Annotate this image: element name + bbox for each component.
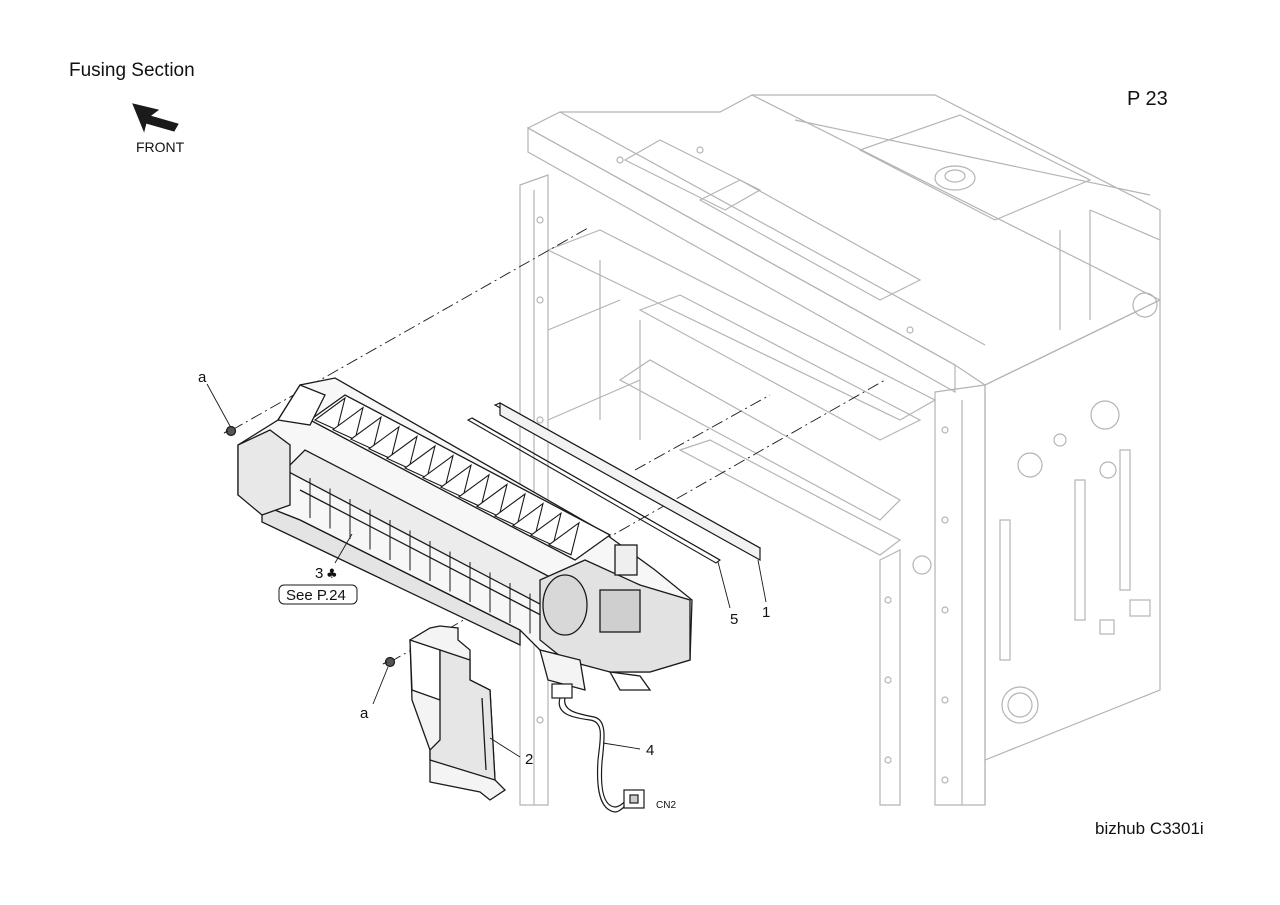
front-arrow-icon [132,103,179,133]
callout-screw-a-bottom: a [360,705,369,722]
callout-see-page: See P.24 [286,587,346,604]
fin-rib [421,454,454,489]
leader-part-5 [717,561,731,609]
screw-a-bottom [382,656,396,668]
part-3-fusing-unit [237,377,693,691]
callout-part-2: 2 [525,751,533,768]
callout-part-3: 3 [315,565,323,582]
club-icon: ♣ [326,567,338,582]
fin-rib [313,396,346,431]
machine-frame [519,94,1161,806]
part-2-cover [409,625,507,801]
callout-part-4: 4 [646,742,654,759]
part-4-wire-harness [551,683,645,813]
callout-connector: CN2 [656,800,676,811]
callout-screw-a-top: a [198,369,207,386]
leader-screw-a-top [206,383,231,427]
fin-rib [493,492,526,527]
fusing-unit-ribs [313,396,580,556]
fin-rib [529,511,562,546]
callout-part-1: 1 [762,604,770,621]
leader-part-3 [334,533,353,564]
part-1-guide-strip [493,401,762,562]
see-page-box [278,584,358,605]
fusing-unit-lower-ribs [309,478,531,634]
page-number: P 23 [1127,88,1168,110]
model-name: bizhub C3301i [1095,819,1204,838]
fin-rib [367,425,400,460]
leader-part-1 [757,559,767,603]
fin-rib [547,521,580,556]
page-title: Fusing Section [69,60,195,81]
fin-rib [385,435,418,470]
front-label: FRONT [136,139,185,155]
fin-rib [511,502,544,537]
fin-rib [403,444,436,479]
leader-part-4 [602,742,641,750]
fin-rib [331,406,364,441]
leader-part-2 [489,737,521,758]
leader-screw-a-bottom [372,666,389,705]
callout-part-5: 5 [730,611,738,628]
fin-rib [457,473,490,508]
fin-rib [439,463,472,498]
fin-rib [349,415,382,450]
part-5-film-strip [466,417,721,564]
fin-rib [475,483,508,518]
screw-a-top [223,425,237,437]
